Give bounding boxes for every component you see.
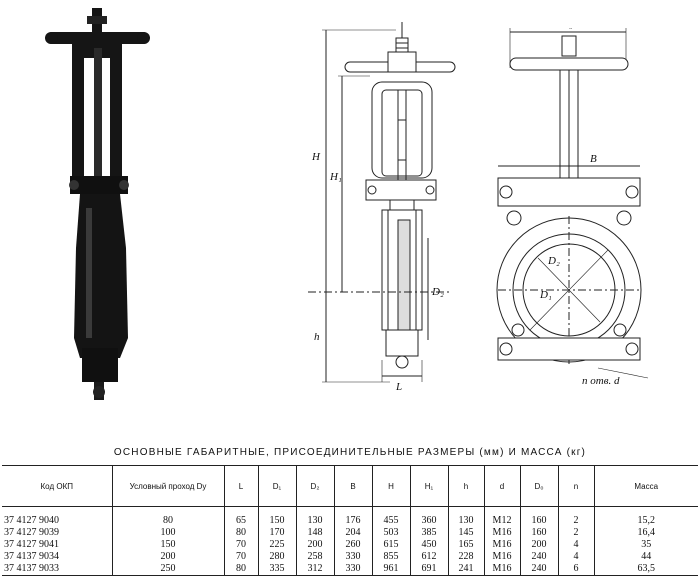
table-cell: 385 — [409, 527, 448, 539]
table-cell: 280 — [257, 551, 296, 563]
header-cell: D₂ — [295, 465, 334, 507]
table-cell: 240 — [519, 563, 558, 576]
table-cell: 450 — [409, 539, 448, 551]
header-cell: d — [483, 465, 520, 507]
table-cell: 130 — [295, 506, 334, 527]
table-cell: 65 — [223, 506, 258, 527]
label-n-holes: n отв. d — [582, 375, 620, 387]
label-d2-front: D₂ — [547, 255, 560, 267]
label-b: B — [590, 153, 597, 165]
table-cell: 204 — [333, 527, 372, 539]
table-cell: 4 — [557, 539, 594, 551]
table-cell: 150 — [257, 506, 296, 527]
table-cell: M16 — [483, 563, 520, 576]
label-h-total: H — [311, 151, 321, 163]
table-cell: 15,2 — [593, 506, 698, 527]
table-cell: 37 4137 9033 — [2, 563, 112, 576]
valve-photo — [45, 8, 150, 400]
table-cell: 145 — [447, 527, 484, 539]
header-cell: D₁ — [257, 465, 296, 507]
table-cell: 200 — [519, 539, 558, 551]
label-d2-side: D₂ — [431, 286, 444, 298]
table-cell: 170 — [257, 527, 296, 539]
header-cell: Масса — [593, 465, 698, 507]
table-cell: 200 — [111, 551, 224, 563]
table-cell: M16 — [483, 539, 520, 551]
table-cell: 200 — [295, 539, 334, 551]
table-cell: 6 — [557, 563, 594, 576]
table-cell: 615 — [371, 539, 410, 551]
table-cell: 63,5 — [593, 563, 698, 576]
table-cell: 70 — [223, 551, 258, 563]
table-cell: 258 — [295, 551, 334, 563]
table-title: ОСНОВНЫЕ ГАБАРИТНЫЕ, ПРИСОЕДИНИТЕЛЬНЫЕ Р… — [113, 447, 587, 458]
table-cell: 250 — [111, 563, 224, 576]
table-cell: 37 4137 9034 — [4, 551, 59, 562]
label-h-low: h — [314, 331, 320, 343]
header-cell: Условный проход Dу — [111, 465, 224, 507]
table-cell: 4 — [557, 551, 594, 563]
label-d0: D₀ — [560, 28, 573, 30]
table-cell: 2 — [557, 506, 594, 527]
table-cell: 160 — [519, 527, 558, 539]
table-cell: 228 — [447, 551, 484, 563]
table-cell: 80 — [223, 527, 258, 539]
header-cell: L — [223, 465, 258, 507]
header-cell: B — [333, 465, 372, 507]
dimensions-table: Код ОКП Условный проход Dу L D₁ D₂ B H H… — [2, 465, 698, 576]
table-cell: 35 — [593, 539, 698, 551]
table-cell: 37 4127 9039 — [4, 527, 59, 538]
table-cell: 225 — [257, 539, 296, 551]
table-cell: 330 — [333, 551, 372, 563]
front-view-drawing: D₀ B D₂ D₁ n отв. d — [496, 28, 649, 387]
table-cell: 241 — [447, 563, 484, 576]
label-h1: H₁ — [329, 171, 342, 183]
header-cell: Код ОКП — [2, 465, 112, 507]
side-section-drawing: H H₁ D₂ h L — [308, 22, 456, 390]
table-cell: 312 — [295, 563, 334, 576]
table-cell: 100 — [111, 527, 224, 539]
header-cell: h — [447, 465, 484, 507]
header-cell: H — [371, 465, 410, 507]
table-cell: M12 — [483, 506, 520, 527]
table-cell: 335 — [257, 563, 296, 576]
label-d1: D₁ — [539, 289, 552, 301]
table-cell: 360 — [409, 506, 448, 527]
table-cell: 961 — [371, 563, 410, 576]
table-cell: 240 — [519, 551, 558, 563]
table-cell: 455 — [371, 506, 410, 527]
table-cell: 165 — [447, 539, 484, 551]
table-cell: 160 — [519, 506, 558, 527]
table-cell: 855 — [371, 551, 410, 563]
table-header-row: Код ОКП Условный проход Dу L D₁ D₂ B H H… — [2, 465, 698, 507]
header-cell: H₁ — [409, 465, 448, 507]
table-cell: 176 — [333, 506, 372, 527]
table-cell: 691 — [409, 563, 448, 576]
table-cell: 148 — [295, 527, 334, 539]
table-cell: 260 — [333, 539, 372, 551]
table-cell: 16,4 — [593, 527, 698, 539]
table-cell: 150 — [111, 539, 224, 551]
table-cell: 503 — [371, 527, 410, 539]
table-cell: M16 — [483, 527, 520, 539]
table-cell: M16 — [483, 551, 520, 563]
table-cell: 37 4127 9041 — [4, 539, 59, 550]
table-cell: 44 — [593, 551, 698, 563]
table-cell: 80 — [111, 506, 224, 527]
header-cell: D₀ — [519, 465, 558, 507]
table-cell: 70 — [223, 539, 258, 551]
table-cell: 2 — [557, 527, 594, 539]
table-cell: 612 — [409, 551, 448, 563]
table-cell: 330 — [333, 563, 372, 576]
table-cell: 37 4127 9040 — [4, 515, 59, 526]
label-l: L — [395, 381, 402, 390]
table-cell: 130 — [447, 506, 484, 527]
header-cell: n — [557, 465, 594, 507]
table-cell: 80 — [223, 563, 258, 576]
